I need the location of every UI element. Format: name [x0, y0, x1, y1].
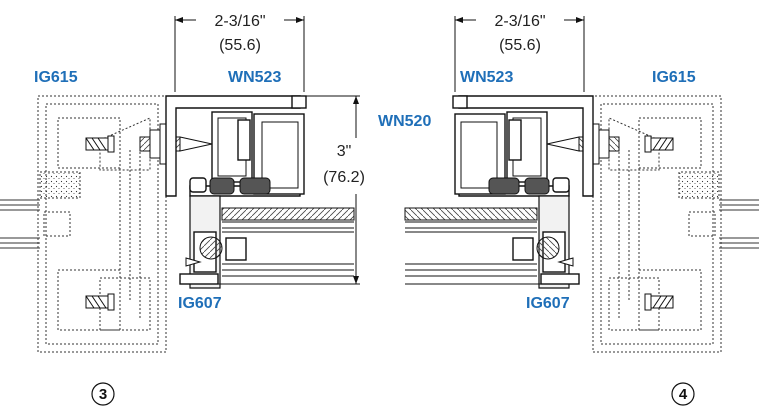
- right-screw-upper: [644, 135, 674, 153]
- detail-number-4-text: 4: [679, 386, 688, 403]
- left-screw-upper: [85, 135, 115, 153]
- dimension-left-width: [174, 16, 305, 92]
- detail-4-right: [404, 95, 759, 353]
- detail-3-left: [0, 95, 355, 353]
- dimension-height: [306, 95, 360, 285]
- label-wn523-left: WN523: [228, 69, 281, 86]
- left-edge-lines: [0, 199, 71, 249]
- height-inch-label: 3": [337, 143, 352, 160]
- detail-number-4: 4: [671, 382, 695, 406]
- right-screw-lower: [644, 293, 674, 311]
- left-glass-unit: [185, 207, 355, 277]
- label-ig607-right: IG607: [526, 295, 570, 312]
- left-screw-lower: [85, 293, 115, 311]
- detail-number-3: 3: [91, 382, 115, 406]
- left-width-inch-label: 2-3/16": [214, 13, 265, 30]
- left-gaskets: [189, 177, 271, 195]
- right-gaskets: [488, 177, 570, 195]
- right-width-mm-label: (55.6): [499, 37, 541, 54]
- height-mm-label: (76.2): [323, 169, 365, 186]
- detail-number-3-text: 3: [99, 386, 107, 403]
- right-wall-frame-dotted: [592, 95, 722, 353]
- left-wall-frame-dotted: [37, 95, 167, 353]
- label-ig615-right: IG615: [652, 69, 696, 86]
- label-wn520: WN520: [378, 113, 431, 130]
- label-wn523-right: WN523: [460, 69, 513, 86]
- right-width-inch-label: 2-3/16": [494, 13, 545, 30]
- right-glass-unit: [404, 207, 574, 277]
- right-edge-lines: [688, 199, 759, 249]
- left-width-mm-label: (55.6): [219, 37, 261, 54]
- label-ig615-left: IG615: [34, 69, 78, 86]
- label-ig607-left: IG607: [178, 295, 222, 312]
- dimension-right-width: [454, 16, 585, 92]
